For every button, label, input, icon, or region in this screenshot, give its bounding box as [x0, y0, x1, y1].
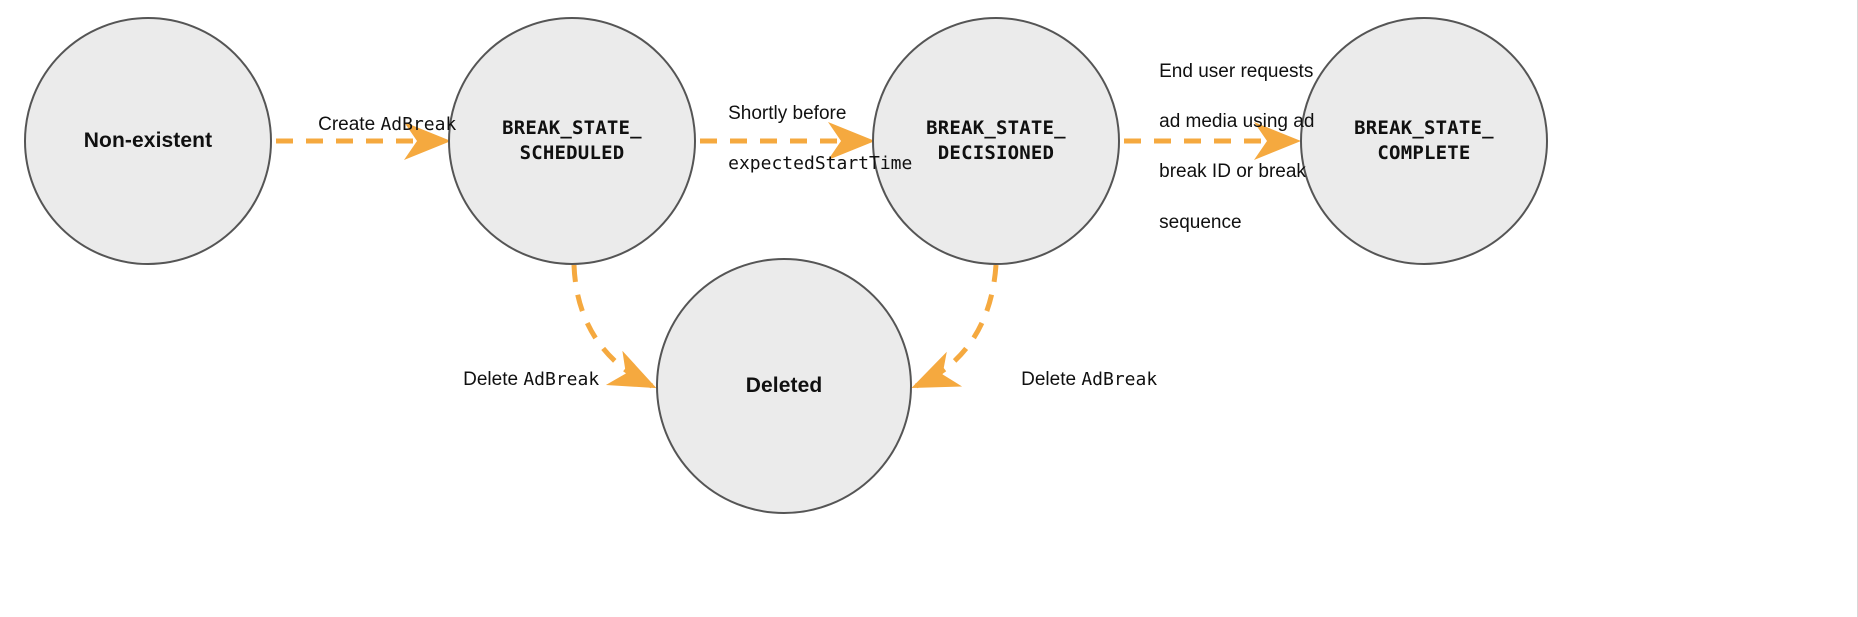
node-break-state-scheduled[interactable]: BREAK_STATE_ SCHEDULED [448, 17, 696, 265]
node-break-state-complete[interactable]: BREAK_STATE_ COMPLETE [1300, 17, 1548, 265]
node-label: Non-existent [83, 129, 213, 153]
node-label: Deleted [745, 374, 823, 398]
node-break-state-decisioned[interactable]: BREAK_STATE_ DECISIONED [872, 17, 1120, 265]
edge-label-create-adbreak: Create AdBreak [318, 114, 457, 136]
edge-label-delete-from-decisioned: Delete AdBreak [1021, 369, 1158, 391]
edge-delete-from-decisioned [911, 264, 999, 389]
edge-label-delete-from-scheduled: Delete AdBreak [463, 369, 600, 391]
node-non-existent[interactable]: Non-existent [24, 17, 272, 265]
node-label: BREAK_STATE_ DECISIONED [926, 117, 1066, 164]
node-label: BREAK_STATE_ SCHEDULED [502, 117, 642, 164]
edge-label-shortly-before: Shortly before expectedStartTime [728, 103, 913, 175]
edge-label-end-user-requests: End user requests ad media using ad brea… [1159, 61, 1315, 233]
node-label: BREAK_STATE_ COMPLETE [1354, 117, 1494, 164]
node-deleted[interactable]: Deleted [656, 258, 912, 514]
